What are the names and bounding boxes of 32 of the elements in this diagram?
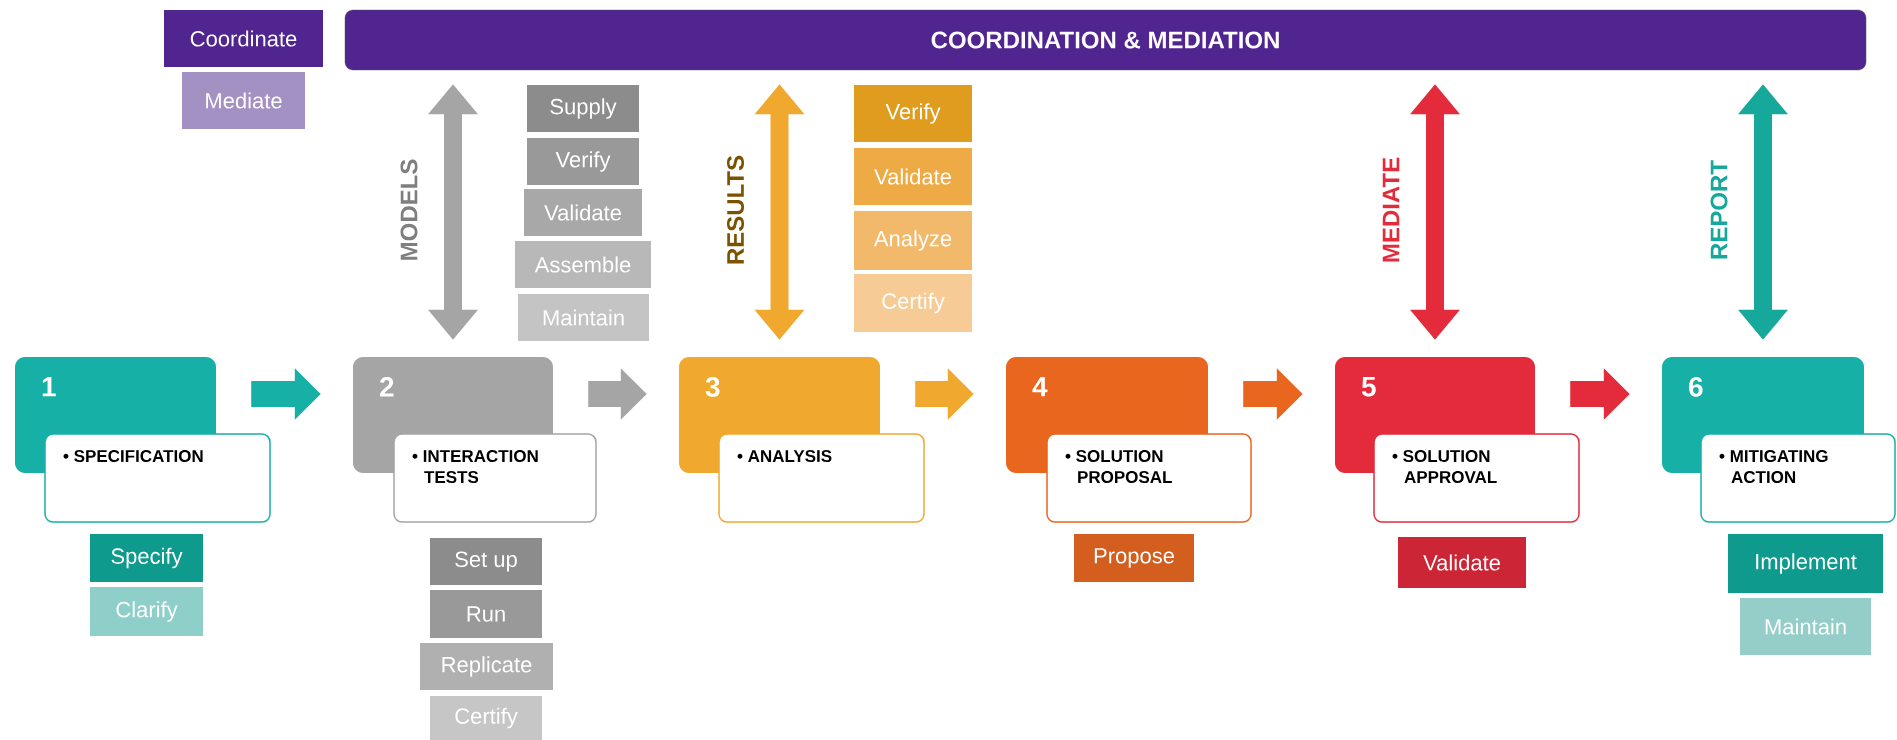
activity-tag: Validate <box>524 189 642 236</box>
activity-tag: Run <box>430 590 542 638</box>
activity-tag: Coordinate <box>164 10 323 67</box>
activity-tag: Implement <box>1728 534 1883 593</box>
activity-tag: Propose <box>1074 534 1194 582</box>
description-card: • SOLUTION PROPOSAL <box>1046 433 1252 523</box>
activity-tag: Supply <box>527 85 639 132</box>
edge-label: RESULTS <box>725 152 746 268</box>
description-card: • SPECIFICATION <box>44 433 271 523</box>
edge-label: MEDIATE <box>1380 154 1402 266</box>
activity-tag: Replicate <box>420 643 553 690</box>
description-card: • ANALYSIS <box>718 433 925 523</box>
activity-tag: Certify <box>430 696 542 740</box>
description-card: • INTERACTION TESTS <box>393 433 597 523</box>
activity-tag: Validate <box>854 148 972 205</box>
activity-tag: Certify <box>854 274 972 332</box>
activity-tag: Validate <box>1398 537 1526 588</box>
edge-label: MODELS <box>398 156 420 264</box>
activity-tag: Verify <box>527 138 639 185</box>
description-card: • SOLUTION APPROVAL <box>1373 433 1580 523</box>
activity-tag: Specify <box>90 534 203 582</box>
activity-tag: Assemble <box>515 241 651 288</box>
description-card: • MITIGATING ACTION <box>1700 433 1896 523</box>
activity-tag: Set up <box>430 538 542 585</box>
activity-tag: Mediate <box>182 72 305 129</box>
activity-tag: Clarify <box>90 587 203 636</box>
activity-tag: Maintain <box>1740 598 1871 655</box>
edge-label: REPORT <box>1708 158 1730 262</box>
banner: COORDINATION & MEDIATION <box>344 9 1867 71</box>
activity-tag: Verify <box>854 85 972 142</box>
activity-tag: Analyze <box>854 211 972 270</box>
activity-tag: Maintain <box>518 294 649 341</box>
